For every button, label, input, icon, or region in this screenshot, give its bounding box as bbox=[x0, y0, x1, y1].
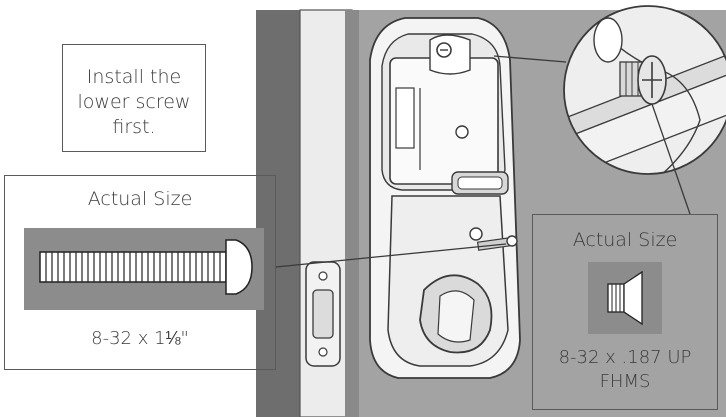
short-screw-size-line-1: 8-32 x .187 UP bbox=[558, 347, 692, 368]
install-note-line-2: lower screw bbox=[77, 91, 191, 113]
short-screw-callout: Actual Size 8-32 x .187 UP FHMS bbox=[532, 214, 718, 410]
machine-screw bbox=[39, 239, 253, 295]
deadbolt-lock-body bbox=[369, 17, 521, 379]
long-screw-size: 8-32 x 1⅛" bbox=[91, 328, 189, 349]
phillips-screw-zoom bbox=[563, 5, 726, 175]
flat-head-screw bbox=[607, 270, 643, 326]
install-note-callout: Install the lower screw first. bbox=[62, 44, 206, 152]
leader-zoom-to-box bbox=[651, 103, 691, 215]
door-panel-shadow bbox=[345, 10, 359, 417]
leader-zoom bbox=[493, 55, 567, 63]
install-note-line-3: first. bbox=[112, 116, 156, 138]
long-screw-callout: Actual Size 8-32 x 1⅛" bbox=[4, 175, 276, 370]
leader-long-screw bbox=[275, 243, 507, 268]
long-screw-title: Actual Size bbox=[87, 188, 193, 210]
short-screw-title: Actual Size bbox=[572, 229, 678, 251]
strike-plate bbox=[305, 261, 341, 367]
install-note-line-1: Install the bbox=[86, 66, 182, 88]
short-screw-size-line-2: FHMS bbox=[599, 371, 651, 392]
